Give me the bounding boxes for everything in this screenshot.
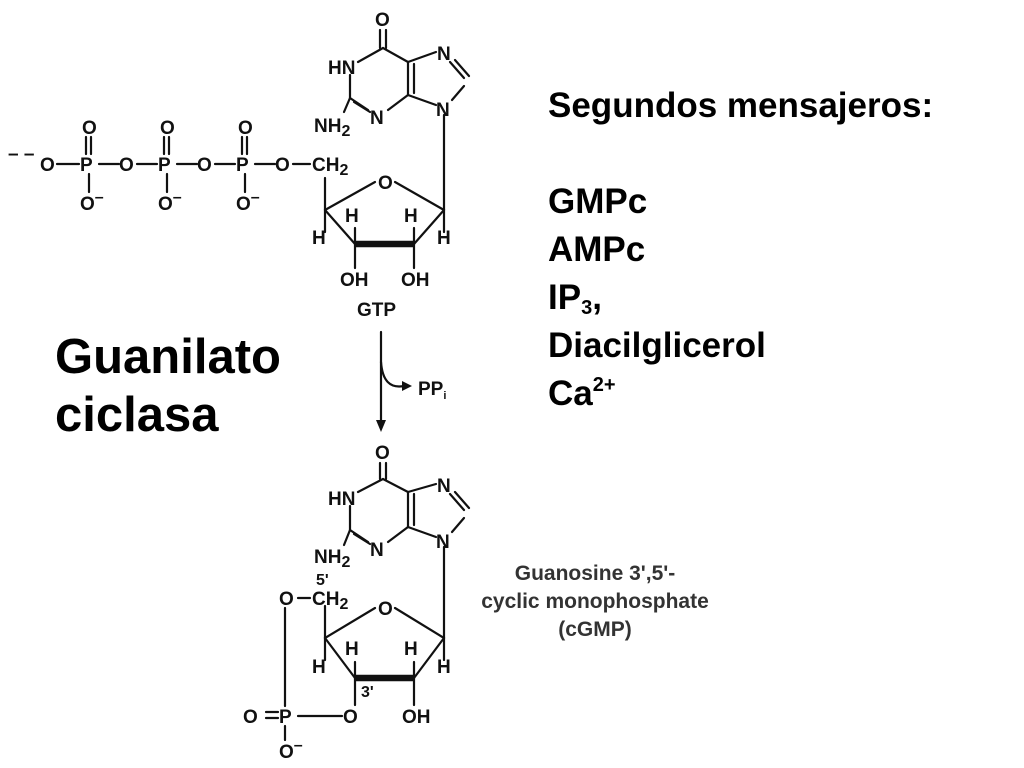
- messenger-ampc: AMPc: [548, 230, 646, 269]
- cgmp-carbonyl-o: O: [375, 443, 390, 464]
- ip3-comma: ,: [592, 278, 602, 317]
- calcium-charge: 2+: [592, 374, 616, 396]
- cgmp-pos5: 5': [316, 572, 329, 589]
- cgmp-h-4: H: [437, 657, 451, 678]
- messenger-dag: Diacilglicerol: [548, 326, 766, 365]
- cgmp-hn: HN: [328, 489, 355, 510]
- gtp-charge: – –: [8, 144, 34, 165]
- calcium-base: Ca: [548, 374, 593, 413]
- gtp-hn: HN: [328, 58, 355, 79]
- cgmp-p: P: [279, 707, 292, 728]
- cgmp-caption-line3: (cGMP): [558, 618, 632, 641]
- gtp-o-bottom-2: O–: [158, 189, 182, 215]
- cgmp-caption-line2: cyclic monophosphate: [481, 590, 709, 613]
- messenger-calcium: Ca2+: [548, 370, 933, 418]
- gtp-h-3: H: [404, 206, 418, 227]
- cgmp-n9: N: [436, 532, 450, 553]
- cgmp-n7: N: [437, 476, 451, 497]
- messenger-gmpc: GMPc: [548, 182, 648, 221]
- gtp-o-2: O: [119, 155, 134, 176]
- gtp-p-gamma: P: [236, 155, 249, 176]
- ppi-label: PPi: [418, 379, 446, 402]
- cgmp-ch2: CH2: [312, 589, 348, 613]
- cgmp-ring-o: O: [378, 599, 393, 620]
- gtp-h-2: H: [345, 206, 359, 227]
- gtp-oh-3: OH: [340, 270, 369, 291]
- gtp-p-alpha: P: [80, 155, 93, 176]
- gtp-ring-o: O: [378, 173, 393, 194]
- gtp-o-top-3: O: [238, 118, 253, 139]
- gtp-structure: O HN N N N NH2 O H H H H OH OH GTP – – O…: [8, 10, 471, 321]
- gtp-o-bottom-1: O–: [80, 189, 104, 215]
- gtp-o-top-2: O: [160, 118, 175, 139]
- cgmp-structure: O HN N N N NH2 5' O CH2 O H H H H 3' OH …: [243, 443, 471, 763]
- cgmp-o-double: O: [243, 707, 258, 728]
- gtp-ch2: CH2: [312, 155, 348, 179]
- cgmp-h-2: H: [345, 639, 359, 660]
- cgmp-o-minus: O–: [279, 737, 303, 763]
- gtp-o-3: O: [197, 155, 212, 176]
- cgmp-o-5: O: [279, 589, 294, 610]
- enzyme-label-line1: Guanilato: [55, 330, 281, 384]
- gtp-o-1: O: [40, 155, 55, 176]
- enzyme-label-line2: ciclasa: [55, 388, 219, 442]
- gtp-o-bottom-3: O–: [236, 189, 260, 215]
- cgmp-oh: OH: [402, 707, 431, 728]
- gtp-n7: N: [437, 44, 451, 65]
- gtp-n9: N: [436, 100, 450, 121]
- gtp-nh2: NH2: [314, 116, 350, 140]
- cgmp-caption-line1: Guanosine 3',5'-: [514, 562, 676, 585]
- gtp-carbonyl-o: O: [375, 10, 390, 31]
- gtp-h-1: H: [312, 228, 326, 249]
- gtp-o-4: O: [275, 155, 290, 176]
- gtp-p-beta: P: [158, 155, 171, 176]
- gtp-label: GTP: [357, 300, 396, 321]
- ip3-base: IP: [548, 278, 582, 317]
- enzyme-label: Guanilato ciclasa: [55, 328, 281, 444]
- cgmp-h-3: H: [404, 639, 418, 660]
- gtp-h-4: H: [437, 228, 451, 249]
- ip3-subscript: 3: [581, 297, 593, 319]
- gtp-o-top-1: O: [82, 118, 97, 139]
- cgmp-nh2: NH2: [314, 547, 350, 571]
- cgmp-h-1: H: [312, 657, 326, 678]
- second-messengers-heading: Segundos mensajeros:: [548, 86, 934, 125]
- gtp-n3: N: [370, 108, 384, 129]
- messenger-ip3: IP3,: [548, 274, 933, 322]
- cgmp-n3: N: [370, 540, 384, 561]
- reaction-arrow: PPi: [376, 330, 446, 432]
- cgmp-pos3: 3': [361, 684, 374, 701]
- cgmp-caption: Guanosine 3',5'- cyclic monophosphate (c…: [452, 560, 738, 644]
- gtp-oh-2: OH: [401, 270, 430, 291]
- second-messengers-panel: Segundos mensajeros: GMPc AMPc IP3, Diac…: [548, 82, 933, 418]
- cgmp-o-3: O: [343, 707, 358, 728]
